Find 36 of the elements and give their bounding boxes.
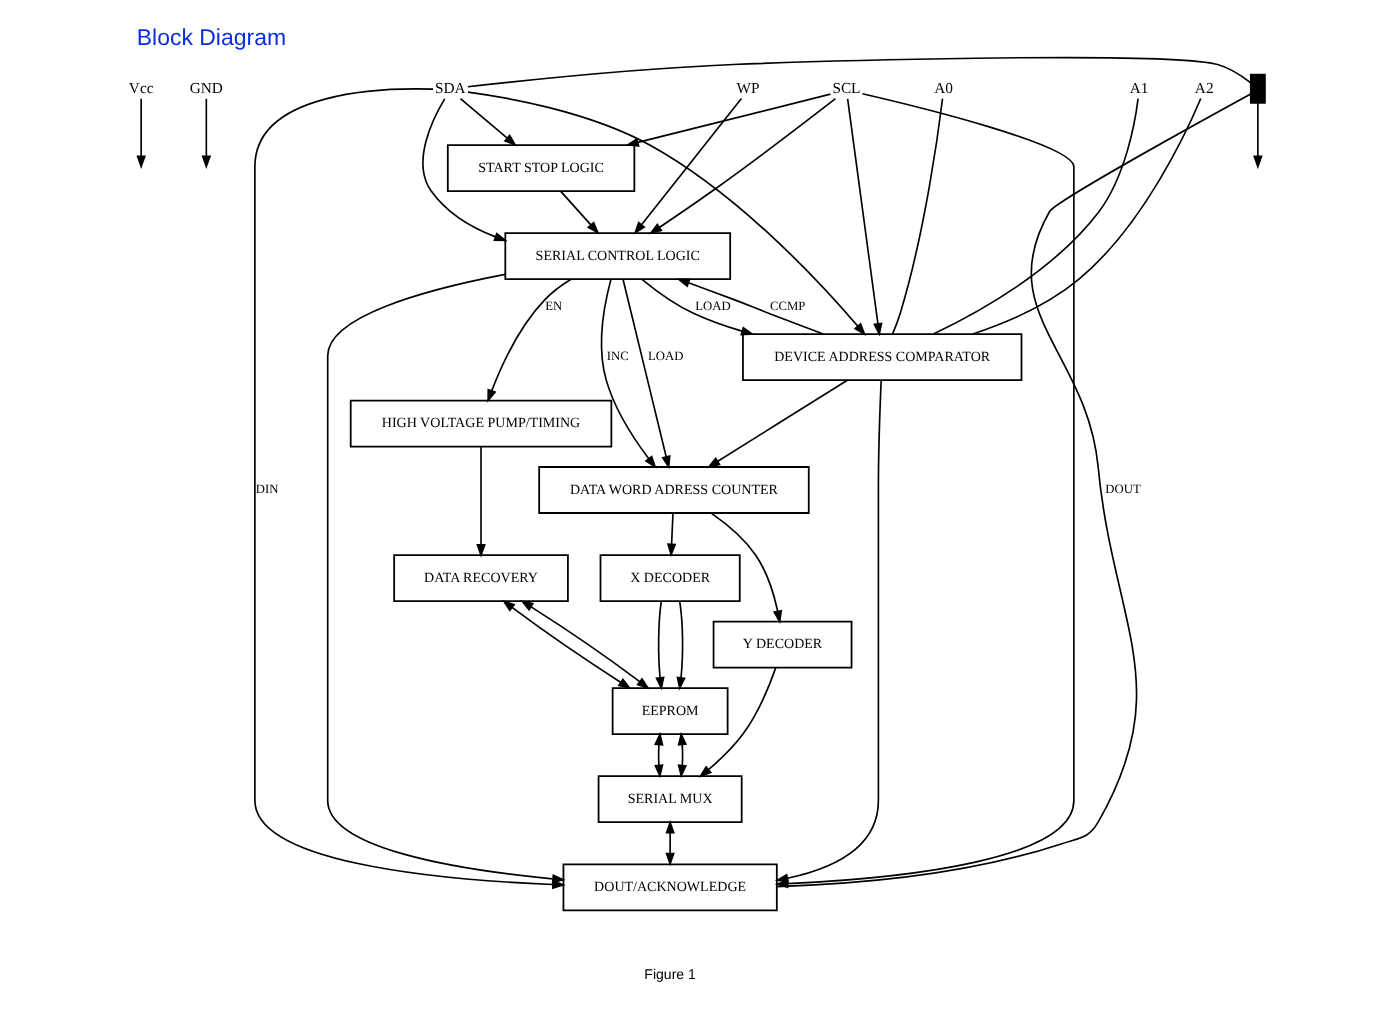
- arrow: [675, 600, 685, 691]
- arrow: [676, 731, 687, 779]
- arrow: [675, 278, 824, 335]
- arrow: [559, 190, 599, 235]
- arrow: [845, 98, 882, 337]
- arrow: [200, 98, 211, 170]
- arrow: [653, 731, 663, 779]
- arrow: [621, 278, 670, 470]
- arrow: [135, 98, 145, 170]
- arrow: [654, 600, 664, 691]
- diagram-title: Block Diagram: [135, 26, 286, 51]
- arrow: [697, 667, 776, 778]
- connector: [971, 97, 1201, 335]
- arrow: [519, 599, 649, 690]
- arrow: [640, 278, 754, 336]
- arrow: [466, 91, 866, 336]
- arrow: [1252, 102, 1262, 170]
- arrow: [475, 445, 485, 558]
- arrow: [486, 278, 571, 403]
- arrow: [421, 98, 507, 242]
- arrow: [599, 278, 656, 469]
- connector: [466, 56, 1251, 88]
- arrow: [500, 599, 631, 690]
- arrow: [647, 97, 836, 235]
- arrow: [624, 93, 831, 147]
- connector: [931, 97, 1138, 335]
- connector: [890, 97, 943, 335]
- arrow: [664, 820, 674, 867]
- arrow: [458, 97, 517, 147]
- arrow: [709, 512, 782, 624]
- arrow: [325, 273, 565, 884]
- arrow: [705, 379, 848, 469]
- node-transistor: [1248, 73, 1265, 104]
- arrow: [773, 379, 881, 883]
- arrow: [632, 97, 742, 235]
- arrow: [665, 512, 676, 558]
